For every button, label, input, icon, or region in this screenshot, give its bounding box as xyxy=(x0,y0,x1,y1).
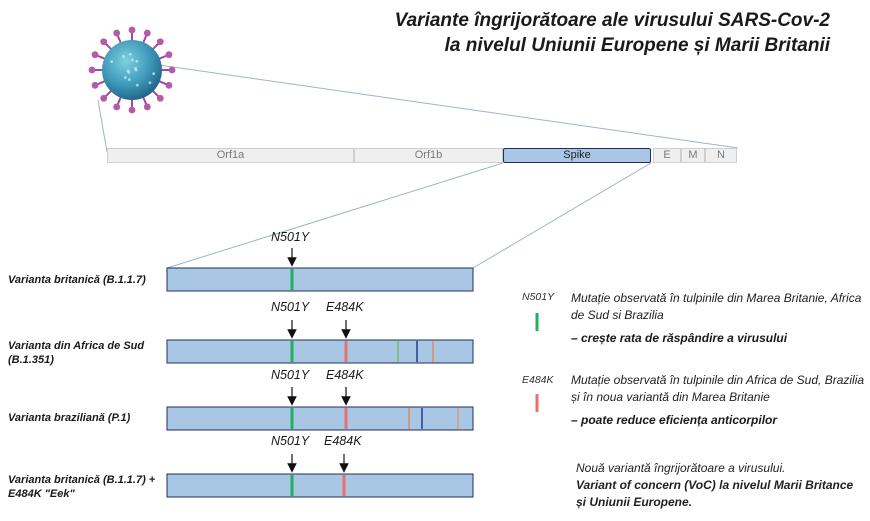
segment-n: N xyxy=(705,148,737,163)
variant-label-3: Varianta braziliană (P.1) xyxy=(8,412,131,424)
legend-effect-n501y: – crește rata de răspândire a virusului xyxy=(571,331,788,345)
mutation-label-v3-e484k: E484K xyxy=(326,368,364,382)
legend-effect-e484k: – poate reduce eficiența anticorpilor xyxy=(571,413,778,427)
variant-bar-3 xyxy=(166,406,474,431)
mutation-label-v2-e484k: E484K xyxy=(326,300,364,314)
voc-note: Nouă variantă îngrijorătoare a virusului… xyxy=(576,460,866,511)
variant-label-2: Varianta din Africa de Sud (B.1.351) xyxy=(8,340,145,366)
virus-icon xyxy=(88,26,176,114)
variant-bar-2 xyxy=(166,339,474,364)
title-line-2: la nivelul Uniunii Europene și Marii Bri… xyxy=(444,35,830,56)
mutation-label-v1-n501y: N501Y xyxy=(271,230,310,244)
spike-projection-left xyxy=(166,162,504,269)
legend-code-e484k: E484K xyxy=(522,374,554,386)
segment-m: M xyxy=(681,148,705,163)
projection-line-left xyxy=(97,99,108,153)
voc-note-line-2: Variant of concern (VoC) la nivelul Mari… xyxy=(576,478,854,509)
legend-text-e484k: Mutație observată în tulpinile din Afric… xyxy=(571,373,865,404)
legend-text-n501y: Mutație observată în tulpinile din Marea… xyxy=(571,291,862,322)
variant-label-4: Varianta britanică (B.1.1.7) + E484K "Ee… xyxy=(8,474,156,500)
legend-code-n501y: N501Y xyxy=(522,291,555,303)
mutation-label-v4-n501y: N501Y xyxy=(271,434,310,448)
diagram-title: Variante îngrijorătoare ale virusului SA… xyxy=(310,8,830,58)
mutation-label-v4-e484k: E484K xyxy=(324,434,362,448)
spike-projection-right xyxy=(472,162,652,269)
voc-note-line-1: Nouă variantă îngrijorătoare a virusului… xyxy=(576,461,786,475)
genome-bar: Orf1a Orf1b Spike E M N xyxy=(107,148,737,163)
mutation-label-v2-n501y: N501Y xyxy=(271,300,310,314)
variant-label-1: Varianta britanică (B.1.1.7) xyxy=(8,274,146,286)
segment-spike: Spike xyxy=(503,148,651,163)
projection-line-top xyxy=(151,63,739,149)
segment-orf1b: Orf1b xyxy=(354,148,503,163)
mutation-label-v3-n501y: N501Y xyxy=(271,368,310,382)
title-line-1: Variante îngrijorătoare ale virusului SA… xyxy=(394,10,830,31)
variant-bar-1 xyxy=(166,267,474,292)
variant-bar-4 xyxy=(166,473,474,498)
segment-orf1a: Orf1a xyxy=(107,148,354,163)
segment-e: E xyxy=(653,148,681,163)
